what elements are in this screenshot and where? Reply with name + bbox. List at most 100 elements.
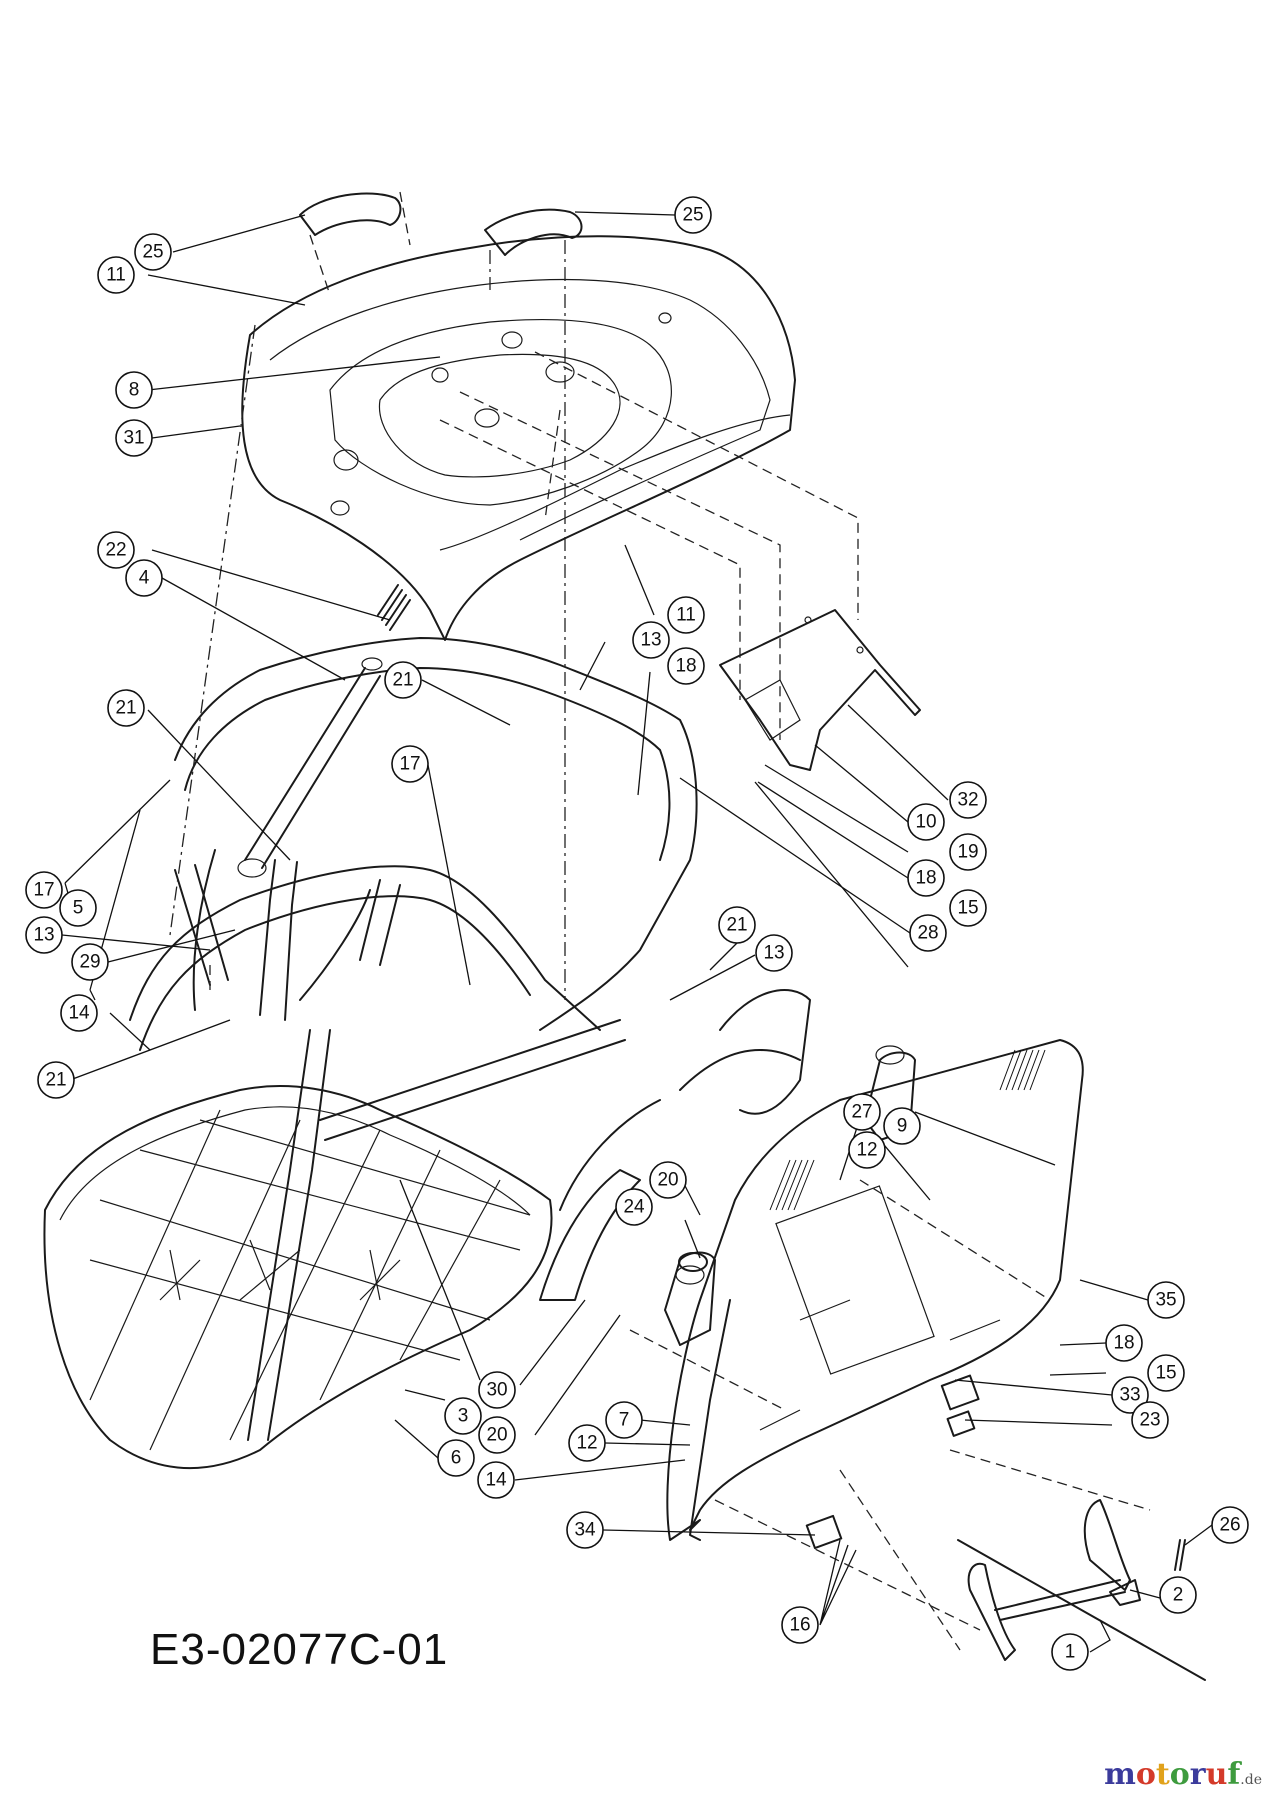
callout-label: 13 xyxy=(640,630,661,651)
brand-suffix: .de xyxy=(1240,1772,1262,1788)
callout-bubble: 33 xyxy=(1111,1376,1149,1414)
brand-letter: t xyxy=(1155,1757,1170,1792)
callout-label: 31 xyxy=(123,428,144,449)
callout-label: 26 xyxy=(1219,1515,1240,1536)
callout-label: 24 xyxy=(623,1197,645,1218)
callout-label: 6 xyxy=(451,1448,462,1469)
callout-bubble: 11 xyxy=(667,596,705,634)
callout-label: 14 xyxy=(68,1003,90,1024)
callout-label: 21 xyxy=(392,670,413,691)
callout-bubble: 32 xyxy=(949,781,987,819)
callout-label: 11 xyxy=(676,605,696,626)
callout-label: 33 xyxy=(1119,1385,1140,1406)
callout-bubble: 20 xyxy=(649,1161,687,1199)
callout-bubble: 12 xyxy=(568,1424,606,1462)
brand-letter: o xyxy=(1135,1757,1156,1792)
callout-bubble: 21 xyxy=(718,906,756,944)
callout-label: 18 xyxy=(915,868,936,889)
callout-label: 11 xyxy=(106,265,126,286)
callout-label: 14 xyxy=(485,1470,507,1491)
callout-label: 18 xyxy=(675,656,696,677)
callout-bubble: 35 xyxy=(1147,1281,1185,1319)
callout-bubble: 16 xyxy=(781,1606,819,1644)
callout-bubble: 13 xyxy=(25,916,63,954)
callout-label: 13 xyxy=(763,943,784,964)
callout-label: 2 xyxy=(1173,1585,1184,1606)
callout-label: 34 xyxy=(574,1520,596,1541)
callout-bubble: 25 xyxy=(134,233,172,271)
callout-bubble: 30 xyxy=(478,1371,516,1409)
callout-bubble: 3 xyxy=(444,1397,482,1435)
callout-label: 21 xyxy=(115,698,136,719)
assembly-lines xyxy=(169,191,1151,1651)
callout-bubble: 18 xyxy=(907,859,945,897)
callout-label: 29 xyxy=(79,952,100,973)
callout-label: 7 xyxy=(619,1410,630,1431)
callout-label: 21 xyxy=(726,915,747,936)
callout-bubble: 22 xyxy=(97,531,135,569)
callout-label: 35 xyxy=(1155,1290,1176,1311)
callout-bubble: 20 xyxy=(478,1416,516,1454)
callout-bubble: 26 xyxy=(1211,1506,1249,1544)
callout-bubble: 17 xyxy=(391,745,429,783)
callout-bubble: 19 xyxy=(949,833,987,871)
callout-label: 19 xyxy=(957,842,978,863)
callout-bubble: 14 xyxy=(60,994,98,1032)
callout-label: 3 xyxy=(458,1406,469,1427)
callout-label: 20 xyxy=(486,1425,507,1446)
callout-bubble: 15 xyxy=(1147,1354,1185,1392)
callout-bubble: 27 xyxy=(843,1093,881,1131)
callout-label: 12 xyxy=(856,1140,877,1161)
callout-label: 20 xyxy=(657,1170,678,1191)
brand-letter: m xyxy=(1104,1757,1136,1792)
callout-label: 4 xyxy=(139,568,150,589)
callout-label: 32 xyxy=(957,790,978,811)
callout-label: 28 xyxy=(917,923,938,944)
brand-letter: o xyxy=(1169,1757,1190,1792)
callout-bubble: 21 xyxy=(37,1061,75,1099)
callout-bubble: 12 xyxy=(848,1131,886,1169)
seat-bracket xyxy=(719,609,921,771)
callout-label: 16 xyxy=(789,1615,810,1636)
callout-label: 25 xyxy=(682,205,703,226)
callout-bubble: 18 xyxy=(667,647,705,685)
callout-bubble: 34 xyxy=(566,1511,604,1549)
brand-letter: f xyxy=(1227,1757,1241,1792)
fender-panel xyxy=(664,1039,1084,1550)
seat-shell xyxy=(241,192,796,641)
callout-label: 8 xyxy=(129,380,140,401)
callout-bubble: 4 xyxy=(125,559,163,597)
callout-bubble: 29 xyxy=(71,943,109,981)
callout-label: 17 xyxy=(399,754,420,775)
callout-label: 21 xyxy=(45,1070,66,1091)
brand-letters: motoruf xyxy=(1104,1757,1240,1792)
brand-letter: r xyxy=(1189,1757,1206,1792)
callout-bubble: 14 xyxy=(477,1461,515,1499)
callout-label: 12 xyxy=(576,1433,597,1454)
callout-label: 23 xyxy=(1139,1410,1160,1431)
callout-bubble: 2 xyxy=(1159,1576,1197,1614)
callout-bubble: 6 xyxy=(437,1439,475,1477)
callout-label: 5 xyxy=(73,898,84,919)
seat-bottom xyxy=(43,1085,553,1470)
callout-bubble: 8 xyxy=(115,371,153,409)
brand-letter: u xyxy=(1205,1757,1228,1792)
callout-label: 22 xyxy=(105,540,126,561)
callout-label: 10 xyxy=(915,812,936,833)
callout-bubble: 23 xyxy=(1131,1401,1169,1439)
callout-bubble: 17 xyxy=(25,871,63,909)
callout-bubble: 13 xyxy=(632,621,670,659)
callout-bubble: 9 xyxy=(883,1107,921,1145)
drawing-code: E3-02077C-01 xyxy=(150,1625,449,1674)
callout-bubble: 15 xyxy=(949,889,987,927)
callout-bubbles: 25 25 11 8 31 22 4 11 13 18 21 21 17 32 … xyxy=(25,196,1249,1671)
callout-bubble: 21 xyxy=(107,689,145,727)
callout-label: 30 xyxy=(486,1380,507,1401)
callout-label: 25 xyxy=(142,242,163,263)
callout-label: 17 xyxy=(33,880,54,901)
callout-bubble: 13 xyxy=(755,934,793,972)
brand-logo: motoruf.de xyxy=(1104,1757,1262,1792)
callout-bubble: 11 xyxy=(97,256,135,294)
callout-bubble: 5 xyxy=(59,889,97,927)
